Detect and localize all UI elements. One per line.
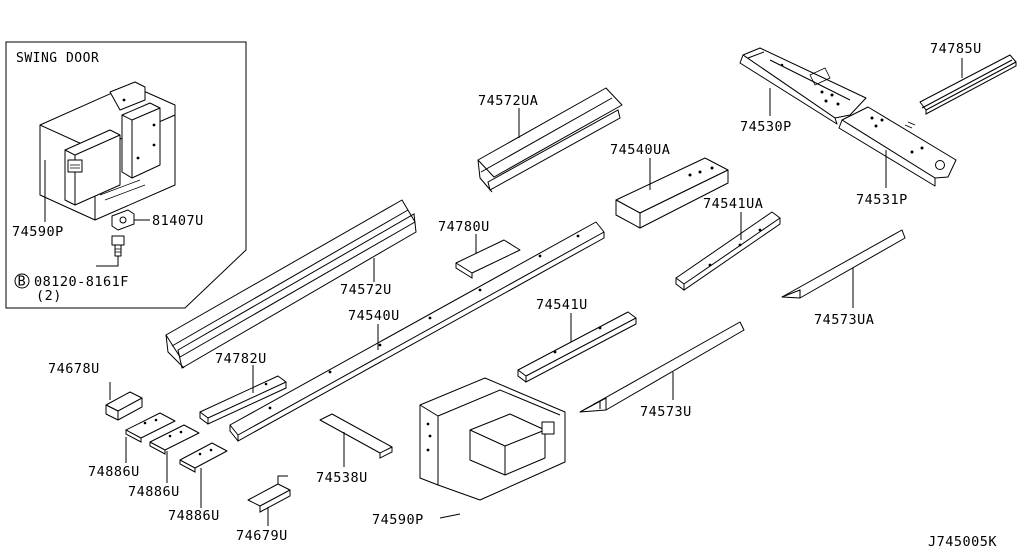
label-74886u-2: 74886U: [128, 484, 180, 500]
label-bolt-qty: (2): [36, 288, 62, 304]
label-74540ua: 74540UA: [610, 142, 670, 158]
part-74590p-box: [419, 377, 566, 501]
part-74782u: [199, 375, 287, 425]
part-74541ua: [675, 211, 781, 291]
label-74540u: 74540U: [348, 308, 400, 324]
label-74678u: 74678U: [48, 361, 100, 377]
part-74540ua: [615, 157, 729, 229]
part-74780u: [455, 239, 521, 279]
part-74530p: [739, 47, 867, 125]
part-74541u: [517, 311, 637, 383]
part-74886u-c: [179, 442, 228, 473]
part-74531p: [838, 106, 957, 187]
inset-title: SWING DOOR: [16, 51, 99, 66]
label-74886u-1: 74886U: [88, 464, 140, 480]
part-74540u: [229, 221, 605, 442]
label-74573ua: 74573UA: [814, 312, 874, 328]
bolt-symbol-letter: B: [18, 274, 27, 290]
leader-lines: [109, 58, 963, 526]
label-74780u: 74780U: [438, 219, 490, 235]
label-74590p: 74590P: [372, 512, 424, 528]
part-74886u-a: [125, 412, 176, 443]
part-74572u: [165, 199, 417, 369]
label-74573u: 74573U: [640, 404, 692, 420]
label-74572u: 74572U: [340, 282, 392, 298]
diagram-code: J745005K: [928, 534, 997, 550]
swing-door-box: [39, 81, 176, 221]
label-74572ua: 74572UA: [478, 93, 538, 109]
part-74538u: [319, 413, 393, 459]
label-74538u: 74538U: [316, 470, 368, 486]
part-74679u: [247, 475, 291, 513]
label-74782u: 74782U: [215, 351, 267, 367]
part-74785u: [919, 54, 1017, 115]
part-74573u: [579, 321, 745, 413]
bolt-08120: [96, 235, 125, 267]
label-74785u: 74785U: [930, 41, 982, 57]
label-74531p: 74531P: [856, 192, 908, 208]
label-74530p: 74530P: [740, 119, 792, 135]
inset-frame: [5, 41, 247, 309]
label-81407u: 81407U: [152, 213, 204, 229]
part-74886u-b: [149, 424, 200, 455]
label-74679u: 74679U: [236, 528, 288, 544]
label-74886u-3: 74886U: [168, 508, 220, 524]
part-74572ua: [477, 87, 623, 193]
bracket-81407u: [111, 209, 150, 231]
bolt-symbol-circle: [14, 273, 30, 289]
label-74590p-inset: 74590P: [12, 224, 64, 240]
label-74541u: 74541U: [536, 297, 588, 313]
swing-door-inset: SWING DOOR: [5, 41, 247, 309]
label-74541ua: 74541UA: [703, 196, 763, 212]
part-74678u: [105, 391, 143, 421]
label-08120-8161f: 08120-8161F: [34, 274, 129, 290]
part-74573ua: [781, 229, 906, 299]
